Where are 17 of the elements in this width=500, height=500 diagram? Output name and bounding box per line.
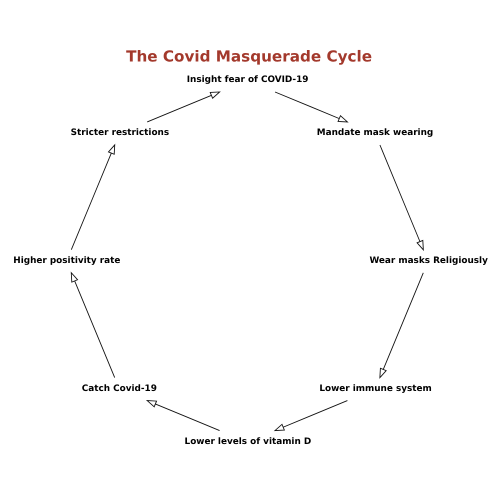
arrow: [379, 144, 424, 251]
node-text: Lower levels of vitamin D: [184, 436, 312, 446]
arrow: [274, 91, 349, 122]
diagram-title: The Covid Masquerade Cycle: [126, 47, 372, 66]
arrow: [70, 270, 116, 378]
node-text: Mandate mask wearing: [316, 128, 434, 138]
node-text: Wear masks Religiously: [369, 255, 488, 266]
arrow: [70, 143, 116, 250]
arrow: [146, 400, 220, 430]
arrow: [379, 272, 424, 378]
node-text: Catch Covid-19: [82, 383, 157, 394]
node-text: Insight fear of COVID-19: [186, 74, 308, 85]
arrow: [274, 400, 348, 431]
node-text: Stricter restrictions: [70, 128, 170, 138]
node-text: Higher positivity rate: [13, 255, 120, 266]
arrow: [146, 90, 221, 122]
node-text: Lower immune system: [319, 383, 432, 394]
